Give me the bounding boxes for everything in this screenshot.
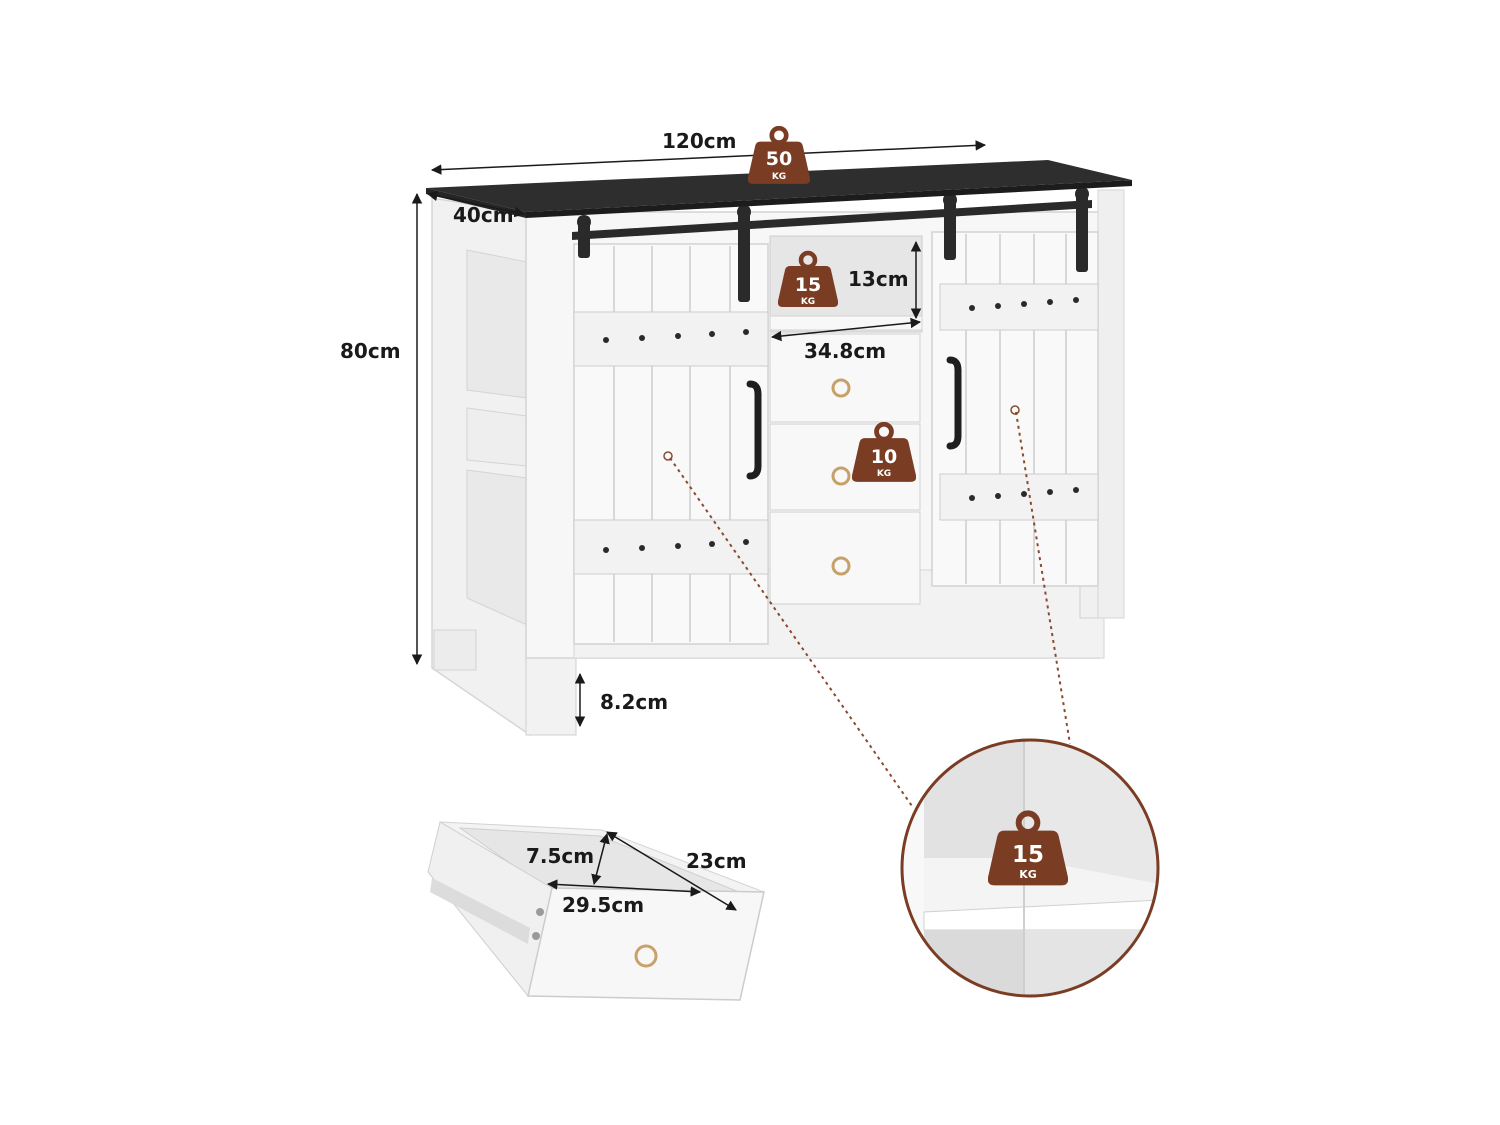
left-barn-door[interactable] bbox=[573, 243, 769, 645]
bar-handle-icon[interactable] bbox=[946, 356, 962, 450]
drawer-stack bbox=[769, 333, 921, 605]
dimension-height-label: 80cm bbox=[340, 339, 401, 363]
cabinet-leg-front-left bbox=[525, 649, 577, 736]
ring-pull-handle-icon bbox=[634, 944, 658, 968]
bar-handle-icon[interactable] bbox=[746, 380, 762, 480]
svg-text:10: 10 bbox=[871, 446, 897, 468]
dimension-arrow-icon bbox=[411, 140, 987, 728]
inner-shelf-zoom: 15 KG bbox=[900, 738, 1160, 998]
dimension-shelf-height-label: 13cm bbox=[848, 267, 909, 291]
dimension-depth-label: 40cm bbox=[453, 203, 514, 227]
svg-text:KG: KG bbox=[801, 297, 815, 307]
dimension-drawer-depth-label: 23cm bbox=[686, 849, 747, 873]
svg-text:KG: KG bbox=[772, 172, 786, 182]
barn-door-roller-icon bbox=[572, 187, 1092, 302]
dimension-drawer-height-label: 7.5cm bbox=[526, 844, 594, 868]
dimension-arrow-icon bbox=[546, 831, 737, 911]
dimension-width-label: 120cm bbox=[662, 129, 736, 153]
weight-icon-inner-shelf: 15 KG bbox=[988, 813, 1068, 885]
ring-pull-handle-icon[interactable] bbox=[831, 378, 851, 576]
dimension-leg-height-label: 8.2cm bbox=[600, 690, 668, 714]
sideboard-cabinet bbox=[426, 160, 1132, 737]
weight-icon-top: 50 KG bbox=[748, 128, 810, 184]
right-barn-door[interactable] bbox=[931, 231, 1099, 587]
svg-text:KG: KG bbox=[1019, 868, 1037, 881]
zoom-leader-lines bbox=[669, 411, 1071, 807]
svg-text:50: 50 bbox=[766, 148, 792, 170]
svg-text:15: 15 bbox=[795, 274, 821, 296]
weight-icon-shelf: 15 KG bbox=[778, 253, 838, 307]
svg-text:15: 15 bbox=[1012, 842, 1044, 868]
dimension-drawer-width-label: 29.5cm bbox=[562, 893, 644, 917]
dimension-shelf-width-label: 34.8cm bbox=[804, 339, 886, 363]
svg-text:KG: KG bbox=[877, 469, 891, 479]
drawer-top[interactable] bbox=[769, 333, 921, 423]
weight-icon-drawer: 10 KG bbox=[852, 424, 916, 482]
